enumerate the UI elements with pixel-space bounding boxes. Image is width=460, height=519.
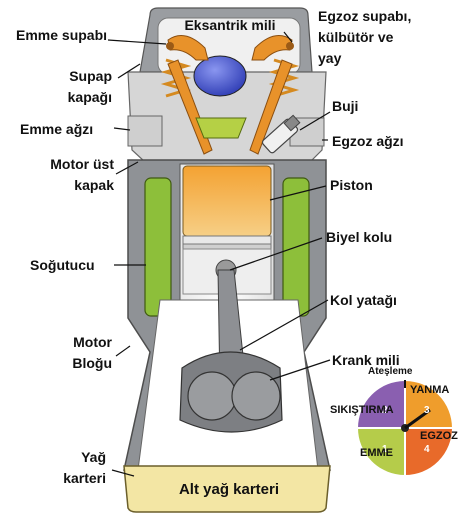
label-egzoz-agzi: Egzoz ağzı xyxy=(332,133,404,150)
label-egzoz-supabi-line1: Egzoz supabı, xyxy=(318,8,411,25)
coolant-channel-left xyxy=(145,178,171,316)
label-egzoz-supabi-line3: yay xyxy=(318,50,341,67)
label-motor-ust-kapak-line2: kapak xyxy=(10,177,114,194)
label-yanma: YANMA xyxy=(410,384,449,397)
label-atesleme: Ateşleme xyxy=(368,366,412,378)
svg-text:4: 4 xyxy=(424,444,430,455)
label-egzoz-supabi-line2: külbütör ve xyxy=(318,29,393,46)
label-eksantrik-mili: Eksantrik mili xyxy=(160,17,300,34)
label-egzoz: EGZOZ xyxy=(420,430,458,443)
label-sikistirma: SIKIŞTIRMA xyxy=(330,404,394,417)
svg-text:3: 3 xyxy=(424,405,430,416)
label-sogutucu: Soğutucu xyxy=(30,257,95,274)
label-emme: EMME xyxy=(360,447,393,460)
label-emme-agzi: Emme ağzı xyxy=(20,121,93,138)
label-biyel-kolu: Biyel kolu xyxy=(326,229,392,246)
label-motor-blogu-line1: Motor xyxy=(20,334,112,351)
label-alt-yag-karteri: Alt yağ karteri xyxy=(156,481,302,498)
label-piston: Piston xyxy=(330,177,373,194)
label-yag-karteri-line2: karteri xyxy=(20,470,106,487)
label-kol-yatagi: Kol yatağı xyxy=(330,292,397,309)
label-buji: Buji xyxy=(332,98,358,115)
label-supap-kapagi-line1: Supap xyxy=(20,68,112,85)
label-yag-karteri-line1: Yağ xyxy=(20,449,106,466)
label-motor-ust-kapak-line1: Motor üst xyxy=(10,156,114,173)
combustion-chamber xyxy=(196,118,246,138)
label-supap-kapagi-line2: kapağı xyxy=(20,89,112,106)
label-emme-supabi: Emme supabı xyxy=(16,27,107,44)
label-motor-blogu-line2: Bloğu xyxy=(20,355,112,372)
crankshaft xyxy=(180,352,282,432)
camshaft xyxy=(194,56,246,96)
